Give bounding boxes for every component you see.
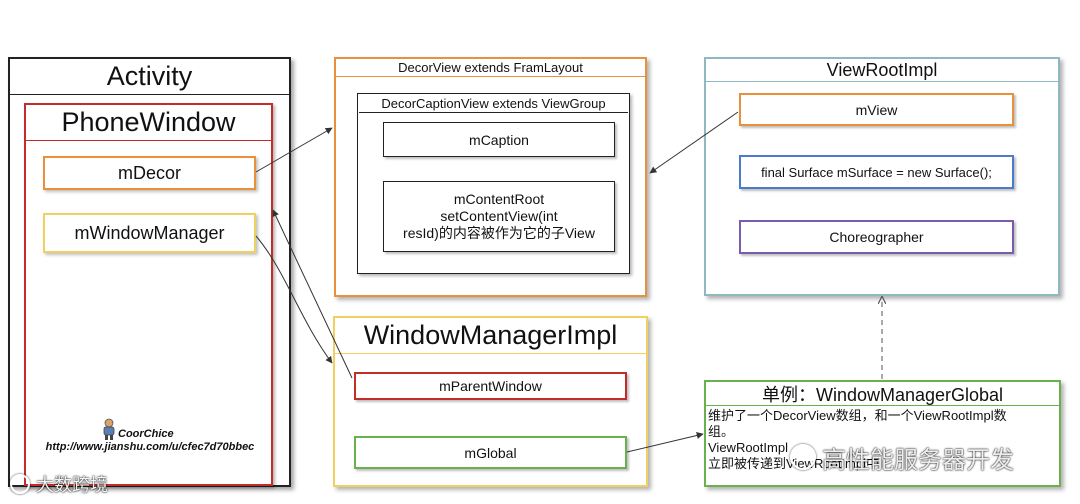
choreographer-field: Choreographer (739, 220, 1014, 254)
watermark-left-text: 大数跨境 (36, 475, 108, 495)
watermark-left: 大数跨境 (10, 471, 160, 497)
phone-window-title: PhoneWindow (26, 105, 271, 141)
watermark-right: 高性能服务器开发 (790, 440, 1060, 474)
arrow-wm-to-wmimpl (255, 235, 333, 364)
watermark-right-text: 高性能服务器开发 (822, 446, 1014, 474)
m-window-manager-field: mWindowManager (43, 213, 256, 253)
window-manager-global-title: 单例：WindowManagerGlobal (706, 382, 1059, 406)
author-avatar-icon (103, 418, 115, 440)
m-content-root-line: resId)的内容被作为它的子View (403, 225, 595, 241)
description-line: 组。 (708, 424, 735, 439)
description-line: 维护了一个DecorView数组，和一个ViewRootImpl数 (708, 408, 1007, 423)
m-content-root-field: mContentRoot setContentView(int resId)的内… (383, 181, 615, 252)
window-manager-global-box (704, 380, 1061, 487)
window-manager-impl-title: WindowManagerImpl (335, 318, 646, 354)
wechat-icon (10, 474, 30, 494)
m-surface-field: final Surface mSurface = new Surface(); (739, 155, 1014, 189)
arrow-parentwindow-to-phonewindow (272, 209, 353, 379)
wechat-icon (790, 444, 816, 470)
decor-view-title: DecorView extends FramLayout (336, 59, 645, 77)
m-content-root-line: mContentRoot (453, 191, 545, 207)
view-root-impl-title: ViewRootImpl (706, 59, 1058, 82)
window-manager-global-description: 维护了一个DecorView数组，和一个ViewRootImpl数 组。 Vie… (708, 408, 1058, 484)
description-line: ViewRootImpl (708, 440, 788, 455)
m-view-field: mView (739, 93, 1014, 126)
m-decor-field: mDecor (43, 156, 256, 190)
arrow-mview-to-decorview (649, 111, 739, 174)
decor-caption-view-title: DecorCaptionView extends ViewGroup (359, 95, 628, 113)
author-name: CoorChice (118, 428, 174, 440)
activity-title: Activity (10, 59, 289, 95)
author-url: http://www.jianshu.com/u/cfec7d70bbec (45, 441, 255, 453)
m-global-field: mGlobal (354, 436, 627, 469)
m-content-root-line: setContentView(int (440, 208, 558, 224)
m-caption-field: mCaption (383, 122, 615, 157)
arrow-mdecor-to-decorview (255, 127, 333, 173)
m-parent-window-field: mParentWindow (354, 372, 627, 400)
arrow-mglobal-to-wmglobal (626, 432, 704, 453)
